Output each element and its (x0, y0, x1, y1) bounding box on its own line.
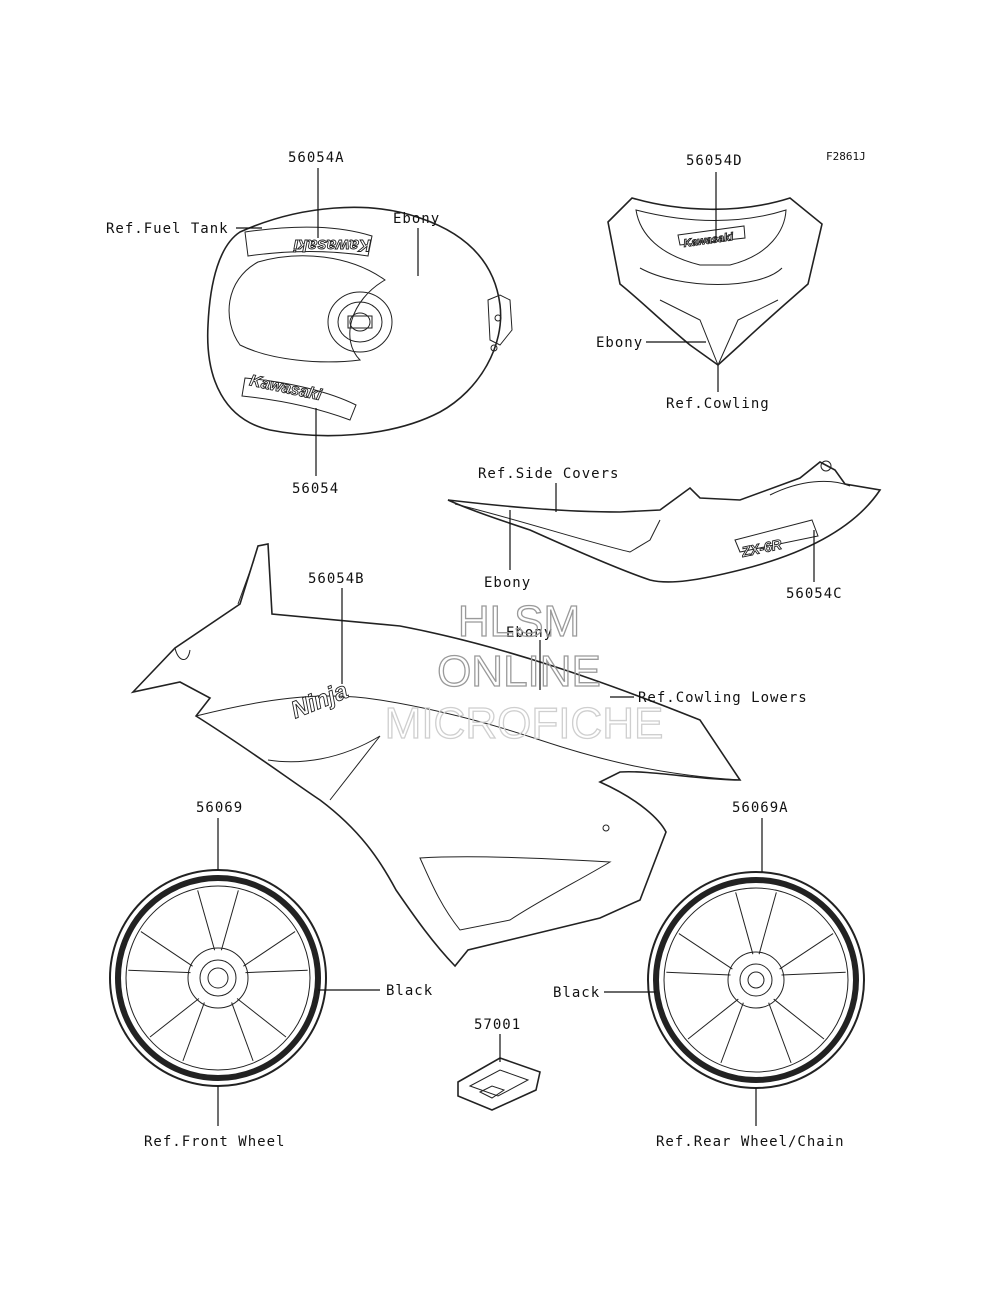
callout-ebony-lower: Ebony (506, 625, 553, 641)
front-wheel-part (109, 869, 327, 1087)
callout-ref-cowling: Ref.Cowling (666, 396, 770, 412)
callout-56069: 56069 (196, 800, 243, 816)
callout-black-front: Black (386, 983, 433, 999)
callout-56054D: 56054D (686, 153, 743, 169)
spoke (197, 890, 216, 951)
tank-decal-top: Kawasaki (292, 236, 371, 255)
callout-57001: 57001 (474, 1017, 521, 1033)
spoke (768, 1002, 792, 1064)
spoke (220, 890, 239, 951)
watermark-line3: MICROFICHE (385, 699, 664, 748)
callout-ref-rear-wheel: Ref.Rear Wheel/Chain (656, 1134, 845, 1150)
watermark-line1: HLSM (458, 597, 580, 646)
spoke (140, 931, 193, 967)
callout-56069A: 56069A (732, 800, 789, 816)
spoke (781, 971, 846, 976)
spoke (773, 998, 825, 1040)
watermark-line2: ONLINE (437, 647, 601, 696)
spoke (128, 969, 191, 974)
callout-ebony-cowl: Ebony (596, 335, 643, 351)
callout-ref-front-wheel: Ref.Front Wheel (144, 1134, 285, 1150)
callout-ebony-side: Ebony (484, 575, 531, 591)
callout-56054C: 56054C (786, 586, 843, 602)
spoke (779, 933, 834, 970)
spoke (149, 998, 200, 1038)
callout-56054A: 56054A (288, 150, 345, 166)
callout-ref-side-covers: Ref.Side Covers (478, 466, 619, 482)
side-cover-part: ZX-6R (447, 460, 882, 583)
front-cowling-part: Kawasaki (607, 197, 823, 367)
clip-part (457, 1057, 541, 1111)
rear-wheel-part (647, 871, 865, 1089)
spoke (678, 933, 733, 970)
fuel-tank-part: Kawasaki Kawasaki (206, 206, 513, 437)
spoke (687, 998, 739, 1040)
callout-ref-cowling-lowers: Ref.Cowling Lowers (638, 690, 808, 706)
spoke (720, 1002, 744, 1064)
spoke (236, 998, 287, 1038)
spoke (758, 892, 777, 955)
spoke (243, 931, 296, 967)
spoke (182, 1002, 205, 1062)
spoke (231, 1002, 254, 1062)
callout-ebony-tank: Ebony (393, 211, 440, 227)
spoke (245, 969, 308, 974)
side-fairing-part: Ninja (130, 543, 742, 968)
callout-56054: 56054 (292, 481, 339, 497)
callout-ref-fuel-tank: Ref.Fuel Tank (106, 221, 229, 237)
callout-black-rear: Black (553, 985, 600, 1001)
figure-code: F2861J (826, 150, 866, 163)
callout-56054B: 56054B (308, 571, 365, 587)
spoke (735, 892, 754, 955)
spoke (666, 971, 731, 976)
watermark: HLSM ONLINE MICROFICHE (384, 596, 664, 748)
